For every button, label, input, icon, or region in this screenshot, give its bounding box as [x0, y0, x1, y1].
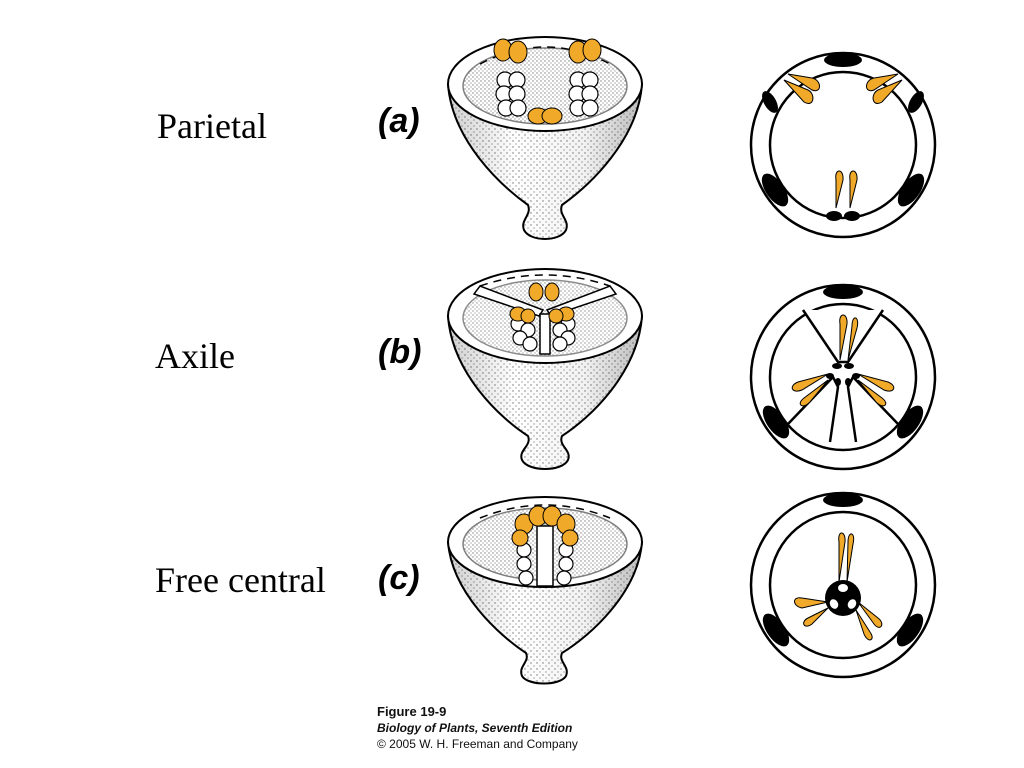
panel-letter-c: (c): [378, 559, 420, 597]
copyright-line: © 2005 W. H. Freeman and Company: [377, 737, 578, 751]
panel-letter-a: (a): [378, 102, 420, 140]
ovary-3d-parietal: [446, 36, 644, 240]
book-title: Biology of Plants, Seventh Edition: [377, 721, 573, 735]
label-parietal: Parietal: [157, 106, 267, 146]
cross-section-free-central: [749, 491, 937, 679]
ovary-3d-axile: [446, 268, 644, 470]
ovary-3d-free-central: [446, 496, 644, 685]
cross-section-parietal: [749, 51, 937, 239]
cross-section-axile: [749, 283, 937, 471]
label-axile: Axile: [155, 336, 235, 376]
panel-letter-b: (b): [378, 333, 422, 371]
figure-number: Figure 19-9: [377, 704, 447, 719]
label-free-central: Free central: [155, 560, 326, 600]
figure-caption: Figure 19-9 Biology of Plants, Seventh E…: [377, 704, 578, 752]
